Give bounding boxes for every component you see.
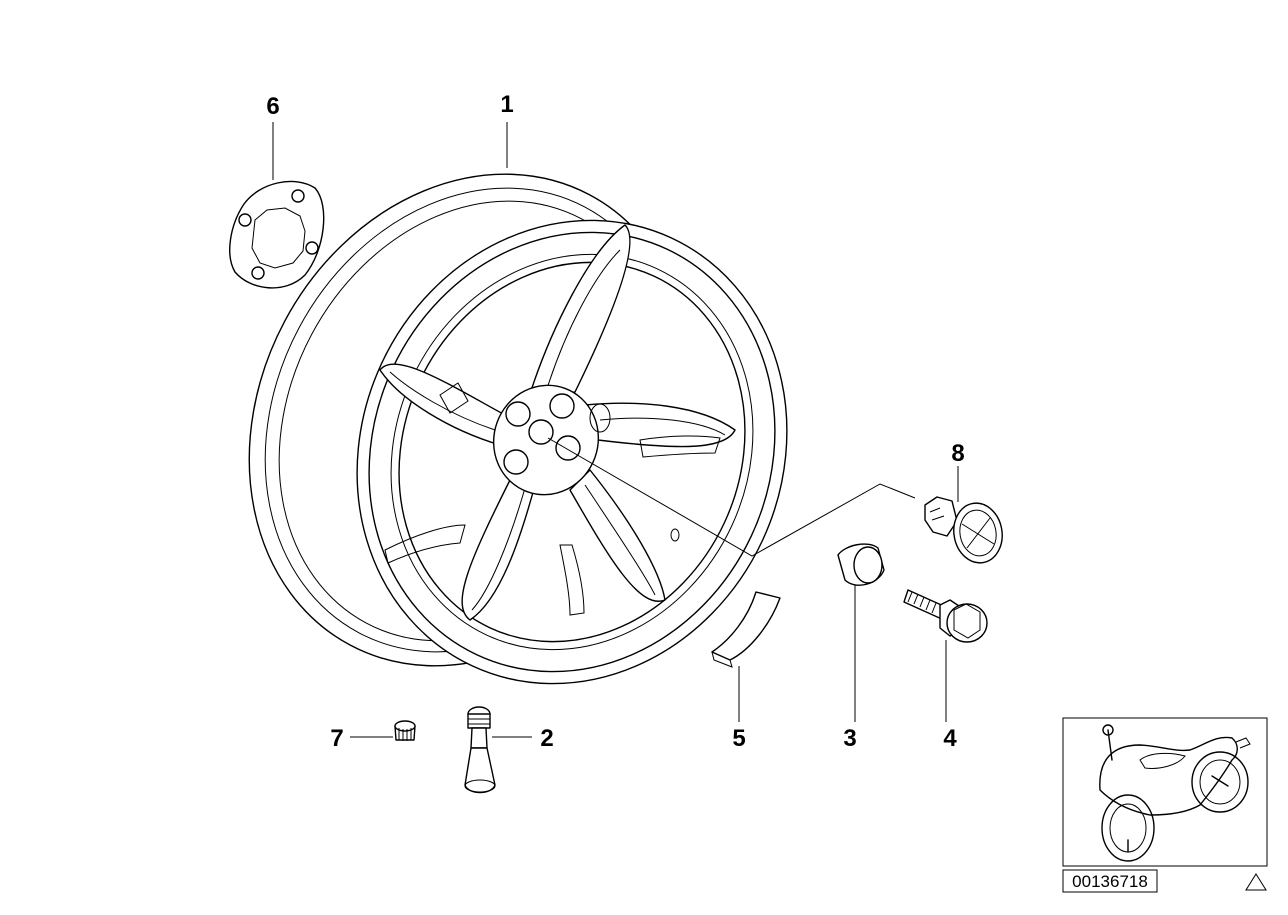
reference-number-box: 00136718 [1062, 869, 1158, 893]
disc-carrier-icon[interactable] [229, 180, 325, 289]
wheel-bolt-icon[interactable] [903, 589, 988, 643]
callout-2: 2 [540, 725, 553, 752]
callout-5: 5 [732, 725, 745, 752]
warning-triangle-icon [1245, 873, 1267, 891]
callout-4: 4 [943, 725, 957, 752]
spacer-icon[interactable] [837, 543, 885, 586]
callout-6: 6 [266, 93, 279, 120]
callout-1: 1 [500, 91, 513, 118]
callout-8: 8 [951, 440, 964, 467]
reference-number: 00136718 [1072, 872, 1148, 891]
motorcycle-thumbnail-icon[interactable] [1062, 717, 1268, 867]
valve-cap-icon[interactable] [394, 720, 416, 741]
leader-lines [272, 122, 959, 738]
wheel-rim-icon[interactable] [165, 96, 862, 754]
tyre-valve-icon[interactable] [464, 706, 496, 794]
callout-7: 7 [330, 725, 343, 752]
callout-3: 3 [843, 725, 856, 752]
balance-weight-icon[interactable] [711, 591, 781, 668]
hub-cap-icon[interactable] [924, 496, 1007, 567]
